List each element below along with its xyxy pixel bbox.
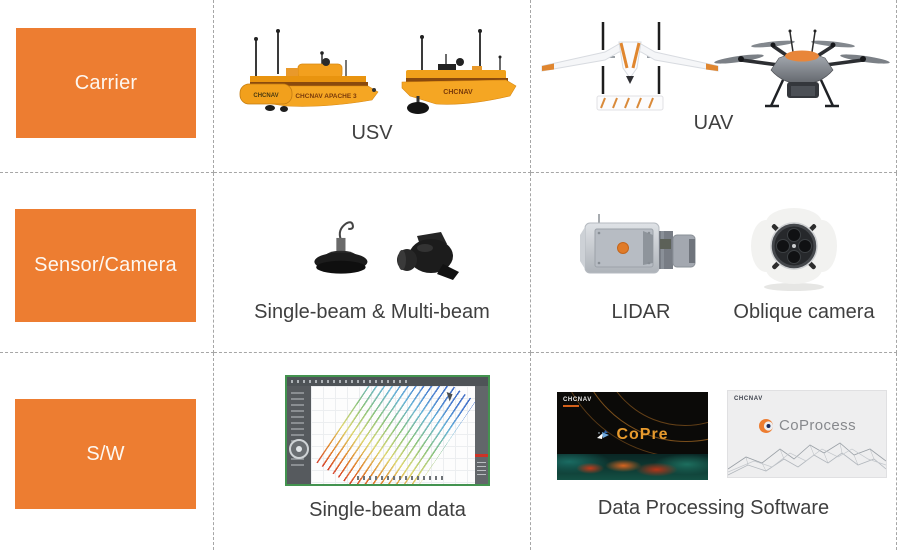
- beams-caption: Single-beam & Multi-beam: [254, 301, 490, 323]
- oblique-camera-image: [751, 208, 837, 291]
- screenshot-right-panel: [475, 386, 488, 484]
- copre-title: CoPre: [616, 426, 669, 443]
- joystick-control: [289, 439, 309, 459]
- toolbar-buttons: [291, 380, 411, 383]
- copre-pointcloud-image: [557, 454, 708, 480]
- screenshot-top-toolbar: [287, 377, 488, 386]
- oblique-camera-caption: Oblique camera: [733, 301, 875, 323]
- sensor-camera-label-box: Sensor/Camera: [15, 209, 196, 322]
- coprocess-wireframe-image: [728, 442, 886, 476]
- carrier-label-box: Carrier: [16, 28, 196, 138]
- lidar-caption: LIDAR: [611, 301, 671, 323]
- cell-usv: CHCNAV APACHE 3 CHCNAV CHCNAV: [214, 0, 531, 173]
- lidar-image: [580, 214, 696, 274]
- cell-singlebeam-software: Single-beam data: [214, 353, 531, 550]
- cell-beams: Single-beam & Multi-beam: [214, 173, 531, 353]
- cell-carrier-label: Carrier: [0, 0, 214, 173]
- usv-group: CHCNAV APACHE 3 CHCNAV CHCNAV: [226, 18, 519, 118]
- red-profile-line: [475, 454, 488, 457]
- canvas-bottom-ticks: [356, 476, 448, 480]
- usv1-pontoon-text: CHCNAV: [253, 93, 278, 99]
- coprocess-brand: CHCNAV: [734, 396, 763, 402]
- copre-logo-icon: [597, 429, 610, 439]
- usv1-hull-text: CHCNAV APACHE 3: [295, 93, 357, 100]
- screenshot-left-toolbar: [287, 386, 311, 484]
- singlebeam-data-caption: Single-beam data: [309, 499, 466, 521]
- multi-beam-sensor-image: [397, 232, 459, 280]
- coprocess-logo-icon: [759, 418, 774, 433]
- sw-label: S/W: [86, 442, 125, 465]
- cell-sw-label: S/W: [0, 353, 214, 550]
- fixed-wing-uav-image: [541, 22, 719, 111]
- single-beam-sensor-image: [314, 221, 368, 274]
- cell-uav: UAV: [531, 0, 897, 173]
- cell-sensor-label: Sensor/Camera: [0, 173, 214, 353]
- screenshot-canvas: [311, 386, 475, 484]
- coprocess-title: CoProcess: [779, 417, 856, 434]
- coprocess-splash: CHCNAV CoProcess: [727, 390, 887, 478]
- data-processing-caption: Data Processing Software: [597, 497, 830, 519]
- copre-brand-underline: [563, 405, 579, 407]
- quadcopter-uav-image: [714, 29, 890, 108]
- carrier-label: Carrier: [74, 71, 138, 94]
- cell-processing-software: CHCNAV CoPre CHCNAV: [531, 353, 897, 550]
- usv-caption: USV: [351, 122, 393, 144]
- sensor-camera-label: Sensor/Camera: [34, 254, 177, 276]
- cell-lidar-oblique: LIDAR Oblique camera: [531, 173, 897, 353]
- copre-splash: CHCNAV CoPre: [557, 392, 708, 480]
- sw-label-box: S/W: [15, 399, 196, 509]
- usv-apache-image: CHCNAV APACHE 3 CHCNAV: [239, 29, 379, 112]
- uav-caption: UAV: [693, 112, 734, 134]
- copre-brand: CHCNAV: [563, 397, 592, 403]
- usv2-hull-text: CHCNAV: [443, 89, 473, 96]
- right-panel-text: [477, 462, 486, 476]
- usv-boat2-image: CHCNAV: [401, 29, 517, 114]
- singlebeam-software-screenshot: [285, 375, 490, 486]
